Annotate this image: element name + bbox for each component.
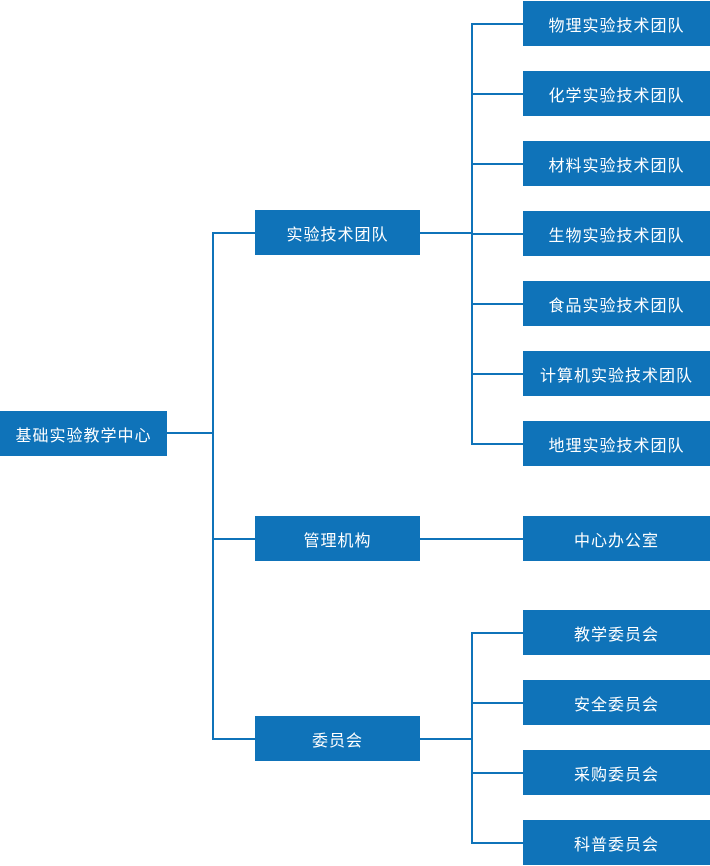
branch-node: 管理机构 — [255, 516, 420, 561]
connector-line — [471, 632, 473, 843]
leaf-node: 材料实验技术团队 — [523, 141, 710, 186]
leaf-node: 科普委员会 — [523, 820, 710, 865]
leaf-node: 安全委员会 — [523, 680, 710, 725]
leaf-node: 生物实验技术团队 — [523, 211, 710, 256]
connector-line — [212, 232, 214, 739]
connector-line — [471, 22, 523, 25]
connector-line — [420, 537, 473, 540]
connector-line — [420, 231, 473, 234]
leaf-node: 化学实验技术团队 — [523, 71, 710, 116]
leaf-node: 计算机实验技术团队 — [523, 351, 710, 396]
connector-line — [471, 302, 523, 305]
connector-line — [471, 537, 523, 540]
connector-line — [420, 737, 473, 740]
connector-line — [471, 372, 523, 375]
connector-line — [471, 701, 523, 704]
connector-line — [471, 162, 523, 165]
branch-node: 委员会 — [255, 716, 420, 761]
leaf-node: 中心办公室 — [523, 516, 710, 561]
connector-line — [471, 232, 523, 235]
connector-line — [212, 231, 255, 234]
connector-line — [471, 771, 523, 774]
leaf-node: 教学委员会 — [523, 610, 710, 655]
connector-line — [471, 92, 523, 95]
leaf-node: 地理实验技术团队 — [523, 421, 710, 466]
connector-line — [471, 631, 523, 634]
branch-node: 实验技术团队 — [255, 210, 420, 255]
connector-line — [471, 841, 523, 844]
connector-line — [471, 442, 523, 445]
leaf-node: 采购委员会 — [523, 750, 710, 795]
connector-line — [167, 432, 213, 434]
leaf-node: 物理实验技术团队 — [523, 1, 710, 46]
connector-line — [212, 537, 255, 540]
leaf-node: 食品实验技术团队 — [523, 281, 710, 326]
connector-line — [212, 737, 255, 740]
root-node: 基础实验教学中心 — [0, 411, 167, 456]
